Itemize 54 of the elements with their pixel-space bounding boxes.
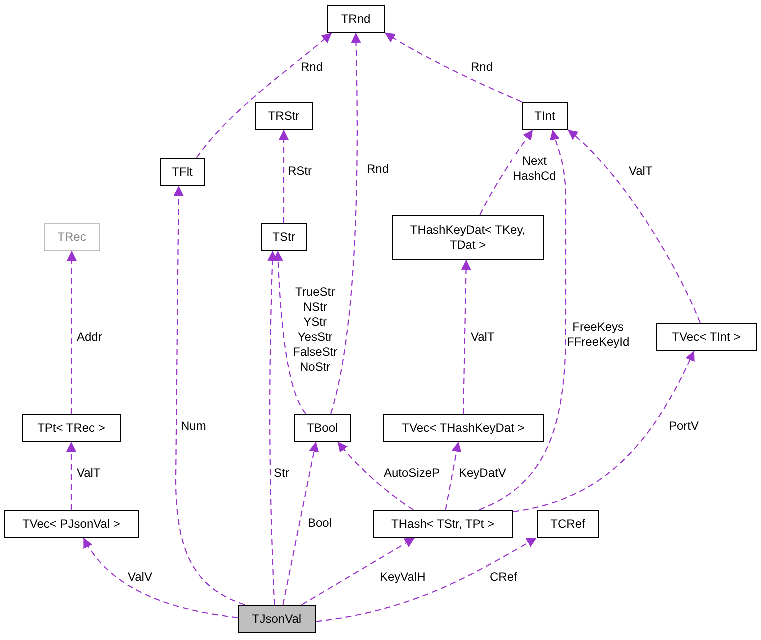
class-name: TRec [58, 230, 86, 244]
class-name: TJsonVal [252, 612, 302, 626]
class-box [383, 414, 544, 442]
class-box [373, 510, 513, 538]
edge-label: FreeKeys FFreeKeyId [566, 320, 631, 350]
edge-label: KeyValH [379, 570, 427, 585]
class-box [4, 510, 139, 538]
dependency-arrow [279, 130, 289, 223]
dependency-arrow [174, 186, 246, 606]
class-box [261, 223, 307, 251]
class-name: TStr [272, 230, 296, 244]
dependency-arrow [480, 130, 534, 216]
dependency-arrow [512, 350, 695, 512]
class-box [255, 102, 313, 130]
class-name: TRnd [341, 12, 371, 26]
edge-label: KeyDatV [458, 466, 508, 481]
dependency-arrow [268, 250, 278, 606]
class-name: TVec< THashKeyDat > [402, 420, 525, 436]
class-name: TVec< TInt > [672, 330, 741, 344]
class-box [44, 223, 100, 251]
dependency-arrow [66, 251, 77, 414]
dependency-arrow [384, 32, 522, 102]
dependency-arrow [83, 538, 238, 618]
class-name: TPt< TRec > [38, 420, 106, 436]
class-name: TRStr [268, 108, 300, 124]
class-box [537, 510, 599, 538]
dependency-arrow [302, 538, 416, 606]
dependency-arrow [568, 130, 701, 324]
class-box [22, 414, 121, 442]
class-box [392, 215, 544, 260]
dependency-arrow [66, 442, 76, 510]
class-box [656, 323, 757, 351]
class-box [522, 102, 568, 130]
dependency-arrow [461, 260, 472, 414]
dependency-arrow [445, 442, 462, 510]
class-box [238, 605, 316, 633]
dependency-arrow [196, 32, 332, 158]
class-name: TInt [534, 108, 556, 124]
class-name: TBool [306, 420, 338, 436]
dependency-arrow [316, 538, 538, 622]
edge-label: ValV [127, 570, 154, 585]
class-name: TCRef [550, 516, 586, 532]
class-name: TFlt [172, 164, 193, 180]
class-box [327, 5, 385, 33]
dependency-arrow [273, 250, 306, 414]
class-name: THashKeyDat< TKey, TDat > [409, 222, 527, 252]
dependency-arrow [479, 130, 567, 510]
class-box [294, 414, 351, 442]
dependency-arrow [330, 32, 362, 414]
dependency-arrow [282, 442, 320, 606]
class-name: THash< TStr, TPt > [392, 516, 494, 532]
class-name: TVec< PJsonVal > [22, 516, 120, 532]
dependency-arrow [337, 442, 414, 510]
class-box [160, 158, 205, 186]
